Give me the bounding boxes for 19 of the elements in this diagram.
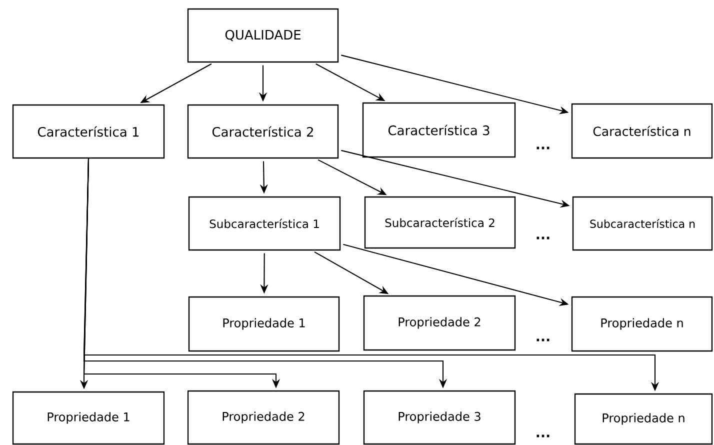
ellipsis: ... bbox=[536, 338, 550, 342]
box: Propriedade 3 bbox=[363, 390, 516, 445]
box: QUALIDADE bbox=[187, 8, 339, 63]
ellipsis: ... bbox=[536, 146, 550, 150]
box: Subcaracterística 1 bbox=[188, 196, 341, 251]
box: Subcaracterística n bbox=[572, 196, 713, 251]
box: Subcaracterística 2 bbox=[364, 196, 516, 249]
box: Propriedade 1 bbox=[12, 391, 165, 445]
box: Característica 3 bbox=[362, 102, 516, 158]
box: Característica 1 bbox=[12, 104, 165, 159]
box: Propriedade n bbox=[574, 393, 713, 445]
ellipsis: ... bbox=[536, 434, 550, 438]
box: Propriedade 2 bbox=[187, 390, 340, 445]
box: Característica n bbox=[571, 103, 713, 159]
ellipsis: ... bbox=[536, 236, 550, 240]
box: Propriedade 2 bbox=[363, 295, 516, 351]
box: Propriedade 1 bbox=[188, 296, 340, 352]
box: Característica 2 bbox=[187, 104, 339, 159]
box: Propriedade n bbox=[571, 296, 713, 352]
